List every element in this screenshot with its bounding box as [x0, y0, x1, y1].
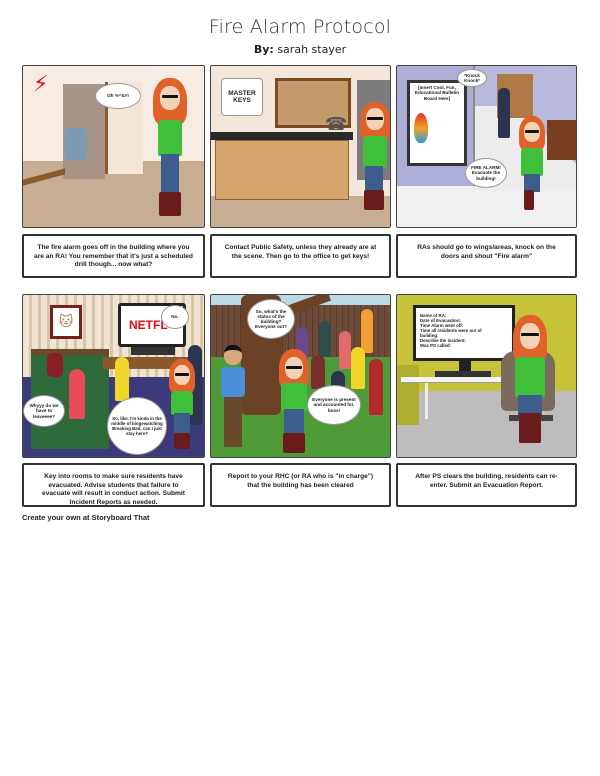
- master-keys-sign: MASTER KEYS: [221, 78, 263, 116]
- by-label: By:: [253, 43, 274, 56]
- speech-bubble: Oh %^&#!: [95, 83, 141, 109]
- floor: [211, 196, 390, 227]
- resident-character: [498, 88, 510, 138]
- panel-2-caption: Contact Public Safety, unless they alrea…: [210, 234, 391, 278]
- desk-leg: [425, 383, 428, 419]
- author-name: sarah stayer: [277, 43, 347, 56]
- backpack: [47, 353, 63, 377]
- form-field: Describe the incident:: [420, 338, 466, 343]
- countertop: [211, 132, 353, 140]
- cabinets: [215, 140, 349, 200]
- knock-bubble: *Knock Knock*: [457, 69, 487, 87]
- panel-4-caption: Key into rooms to make sure residents ha…: [22, 463, 205, 507]
- panel-5-image: So, what's the status of the building? E…: [210, 294, 391, 458]
- all-accounted-bubble: Everyone is present and accounted for, b…: [307, 385, 361, 425]
- panel-4-image: 🐱 NETFL No. Whyyy do we have to leaveeee…: [22, 294, 205, 458]
- telephone-icon: ☎: [325, 114, 348, 135]
- panel-3-image: [Insert Cool, Fun, Educational Bulletin …: [396, 65, 577, 228]
- keyboard: [435, 371, 491, 379]
- status-question-bubble: So, what's the status of the building? E…: [247, 299, 295, 339]
- desk: [547, 120, 576, 160]
- bingewatching-bubble: So, like, I'm kinda in the middle of bin…: [107, 397, 167, 455]
- byline: By: sarah stayer: [0, 43, 600, 56]
- panel-1-caption: The fire alarm goes off in the building …: [22, 234, 205, 278]
- report-form-fields: Name of RA: Date of Evacuation: Time Ala…: [416, 308, 492, 353]
- panel-2-image: MASTER KEYS ☎: [210, 65, 391, 228]
- page-title: Fire Alarm Protocol: [208, 16, 392, 38]
- floor: [397, 186, 576, 227]
- resident-blonde: [69, 369, 85, 419]
- no-bubble: No.: [161, 305, 189, 329]
- form-field: Time all residents were out of building:: [420, 328, 482, 338]
- tv-stand: [131, 347, 175, 355]
- whyyy-bubble: Whyyy do we have to leaveeee?: [23, 395, 65, 427]
- panel-3-caption: RAs should go to wings/areas, knock on t…: [396, 234, 577, 278]
- cat-picture: 🐱: [50, 305, 82, 339]
- corkboard: [275, 78, 351, 128]
- panel-6-image: Name of RA: Date of Evacuation: Time Ala…: [396, 294, 577, 458]
- rhc-character: [221, 345, 245, 455]
- fire-alarm-bubble: FIRE ALARM! Evacuate the building!: [465, 158, 507, 188]
- bulletin-board: [Insert Cool, Fun, Educational Bulletin …: [407, 80, 467, 166]
- armchair: [65, 128, 87, 160]
- bulletin-board-text: [Insert Cool, Fun, Educational Bulletin …: [414, 85, 460, 101]
- form-field: Name of RA:: [420, 313, 447, 318]
- desk: [401, 377, 511, 383]
- monitor: Name of RA: Date of Evacuation: Time Ala…: [413, 305, 515, 361]
- panel-6-caption: After PS clears the building, residents …: [396, 463, 577, 507]
- form-field: Time Alarm went off:: [420, 323, 464, 328]
- netflix-logo: NETFL: [129, 318, 168, 332]
- monitor-stand: [459, 361, 471, 371]
- panel-1-image: ⚡ Oh %^&#!: [22, 65, 205, 228]
- resident-yellow: [115, 357, 129, 401]
- form-field: Was PS called:: [420, 343, 452, 348]
- wall-left: [397, 365, 419, 425]
- storyboard-that-credit[interactable]: Create your own at Storyboard That: [22, 513, 150, 522]
- fire-alarm-icon: ⚡: [33, 72, 49, 97]
- parrot-icon: [414, 113, 428, 143]
- panel-5-caption: Report to your RHC (or RA who is "in cha…: [210, 463, 391, 507]
- form-field: Date of Evacuation:: [420, 318, 461, 323]
